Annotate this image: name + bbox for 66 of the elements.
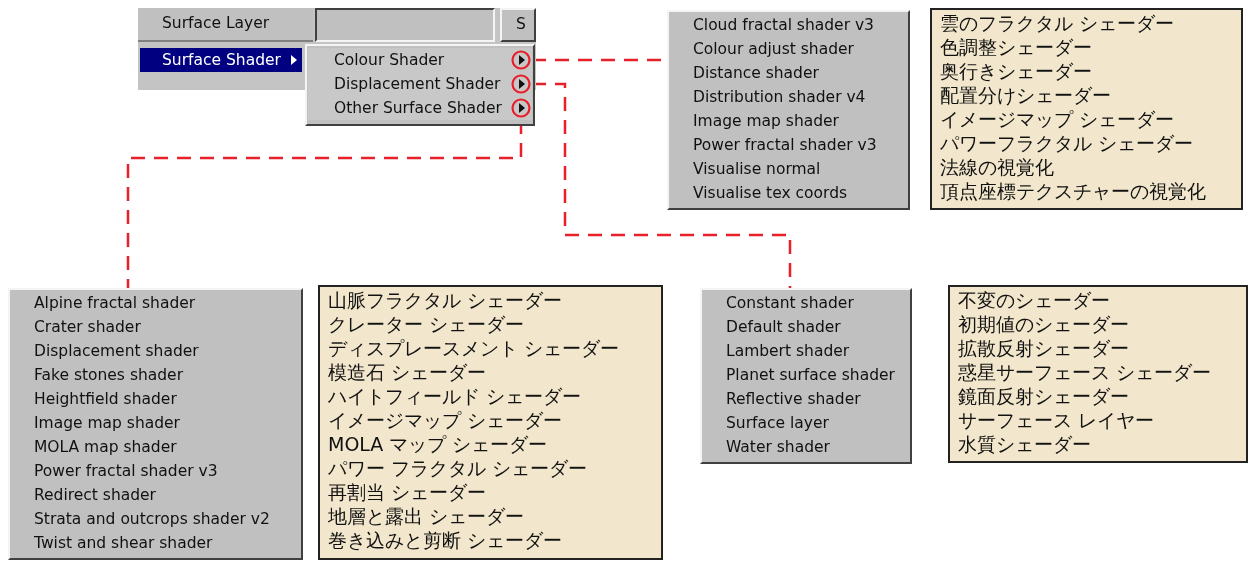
menu-item: Power fractal shader v3 <box>693 135 877 156</box>
translation-text: パワー フラクタル シェーダー <box>328 456 588 480</box>
translation-box <box>318 285 663 560</box>
translation-text: 再割当 シェーダー <box>328 480 487 504</box>
menu-item: Redirect shader <box>34 485 156 506</box>
translation-text: 惑星サーフェース シェーダー <box>958 360 1212 384</box>
translation-text: 奥行きシェーダー <box>940 59 1092 83</box>
menu-item: Cloud fractal shader v3 <box>693 15 874 36</box>
menu-item: Twist and shear shader <box>34 533 213 554</box>
translation-text: サーフェース レイヤー <box>958 408 1155 432</box>
menu-item: Lambert shader <box>726 341 850 362</box>
menu-item: Crater shader <box>34 317 141 338</box>
menu-item: Constant shader <box>726 293 854 314</box>
translation-text: 法線の視覚化 <box>940 155 1054 179</box>
menu-item: Displacement Shader <box>308 72 532 96</box>
menu-item: Displacement shader <box>34 341 199 362</box>
toolbar-button: S <box>500 8 536 42</box>
menu-item: Water shader <box>726 437 830 458</box>
translation-text: 頂点座標テクスチャーの視覚化 <box>940 179 1206 203</box>
translation-text: 不変のシェーダー <box>958 288 1110 312</box>
translation-text: 鏡面反射シェーダー <box>958 384 1129 408</box>
menu-item: Planet surface shader <box>726 365 895 386</box>
menu-item: Image map shader <box>693 111 839 132</box>
menu-item: Alpine fractal shader <box>34 293 196 314</box>
translation-text: 雲のフラクタル シェーダー <box>940 11 1175 35</box>
translation-text: 模造石 シェーダー <box>328 360 487 384</box>
translation-text: 初期値のシェーダー <box>958 312 1129 336</box>
translation-text: 色調整シェーダー <box>940 35 1092 59</box>
menu-item: Strata and outcrops shader v2 <box>34 509 270 530</box>
menu-item: Image map shader <box>34 413 180 434</box>
menu-item: Surface layer <box>726 413 829 434</box>
menu-item: Colour adjust shader <box>693 39 854 60</box>
menu-item: Reflective shader <box>726 389 861 410</box>
translation-text: パワーフラクタル シェーダー <box>940 131 1194 155</box>
menu-panel <box>700 288 912 464</box>
translation-text: 水質シェーダー <box>958 432 1091 456</box>
menu-item: Default shader <box>726 317 841 338</box>
menu-item: Surface Layer <box>138 8 313 42</box>
menu-item: Fake stones shader <box>34 365 184 386</box>
translation-text: 山脈フラクタル シェーダー <box>328 288 563 312</box>
input-field <box>315 8 495 42</box>
translation-text: イメージマップ シェーダー <box>940 107 1175 131</box>
highlighted-menu-item: Surface Shader <box>140 48 302 72</box>
translation-text: イメージマップ シェーダー <box>328 408 563 432</box>
menu-item: Visualise tex coords <box>693 183 848 204</box>
translation-box <box>930 8 1243 210</box>
menu-panel <box>8 288 303 560</box>
menu-item: Heightfield shader <box>34 389 177 410</box>
translation-text: クレーター シェーダー <box>328 312 525 336</box>
menu-item: Power fractal shader v3 <box>34 461 218 482</box>
menu-item: Other Surface Shader <box>308 96 532 120</box>
menu-item: Distance shader <box>693 63 819 84</box>
translation-text: 巻き込みと剪断 シェーダー <box>328 528 563 552</box>
menu-item: Visualise normal <box>693 159 821 180</box>
translation-box <box>948 285 1248 463</box>
menu-panel <box>667 10 910 210</box>
translation-text: 拡散反射シェーダー <box>958 336 1129 360</box>
translation-text: ディスプレースメント シェーダー <box>328 336 620 360</box>
menu-item: Colour Shader <box>308 48 532 72</box>
submenu-panel <box>305 44 535 126</box>
translation-text: MOLA マップ シェーダー <box>328 432 548 456</box>
menu-item: MOLA map shader <box>34 437 177 458</box>
translation-text: 地層と露出 シェーダー <box>328 504 525 528</box>
translation-text: ハイトフィールド シェーダー <box>328 384 582 408</box>
menu-item: Distribution shader v4 <box>693 87 866 108</box>
translation-text: 配置分けシェーダー <box>940 83 1111 107</box>
